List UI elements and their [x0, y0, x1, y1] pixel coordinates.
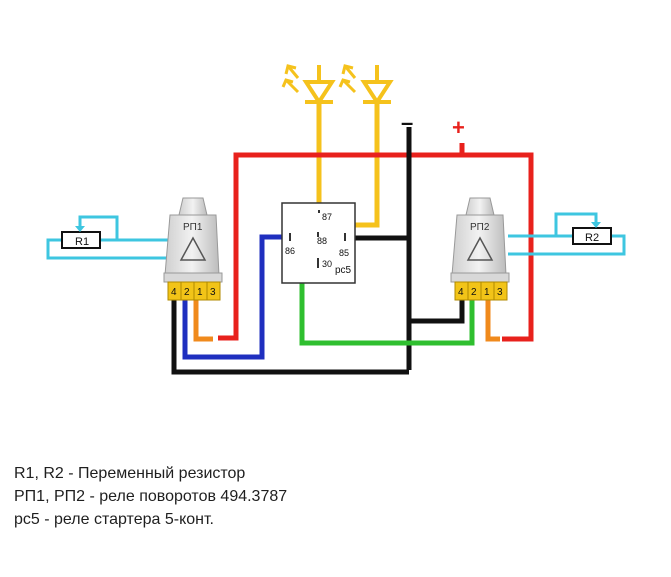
legend-line-2: РП1, РП2 - реле поворотов 494.3787 — [14, 488, 288, 505]
relay-pin-30: 30 — [322, 259, 332, 269]
relay-pin-87: 87 — [322, 212, 332, 222]
starter-relay-rc5: 87 88 86 85 30 рс5 — [281, 202, 356, 284]
relay-pin-85: 85 — [339, 248, 349, 258]
led-right — [338, 64, 394, 106]
rp1-pin-4: 4 — [171, 287, 177, 298]
plus-sign: + — [452, 115, 465, 140]
legend-line-1: R1, R2 - Переменный резистор — [14, 465, 246, 482]
rp2-pin-3: 3 — [497, 287, 503, 298]
r2-label: R2 — [585, 232, 599, 244]
r1-label: R1 — [75, 236, 89, 248]
flasher-relay-rp2: РП2 4 2 1 3 — [450, 197, 510, 301]
rp1-pin-1: 1 — [197, 287, 203, 298]
rp1-pin-3: 3 — [210, 287, 216, 298]
rp2-pin-2: 2 — [471, 287, 477, 298]
rp1-pin-2: 2 — [184, 287, 190, 298]
relay-name: рс5 — [335, 265, 352, 276]
orange-wire-right — [485, 300, 500, 342]
red-wire — [218, 143, 534, 342]
resistor-r1: R1 — [61, 226, 101, 249]
rp2-pin-1: 1 — [484, 287, 490, 298]
blue-wire — [182, 234, 288, 360]
relay-pin-88: 88 — [317, 236, 327, 246]
cyan-wires-right — [508, 212, 626, 256]
orange-wire-left — [193, 300, 213, 342]
black-wire — [171, 127, 465, 375]
minus-sign: – — [401, 110, 413, 135]
rp2-label: РП2 — [470, 222, 490, 233]
cyan-wires-left — [46, 215, 170, 260]
resistor-r2: R2 — [572, 222, 612, 245]
legend: R1, R2 - Переменный резистор РП1, РП2 - … — [14, 462, 287, 531]
legend-line-3: рс5 - реле стартера 5-конт. — [14, 511, 214, 528]
rp2-pin-4: 4 — [458, 287, 464, 298]
rp1-label: РП1 — [183, 222, 203, 233]
led-left — [281, 64, 336, 195]
relay-pin-86: 86 — [285, 246, 295, 256]
flasher-relay-rp1: РП1 4 2 1 3 — [163, 197, 223, 301]
